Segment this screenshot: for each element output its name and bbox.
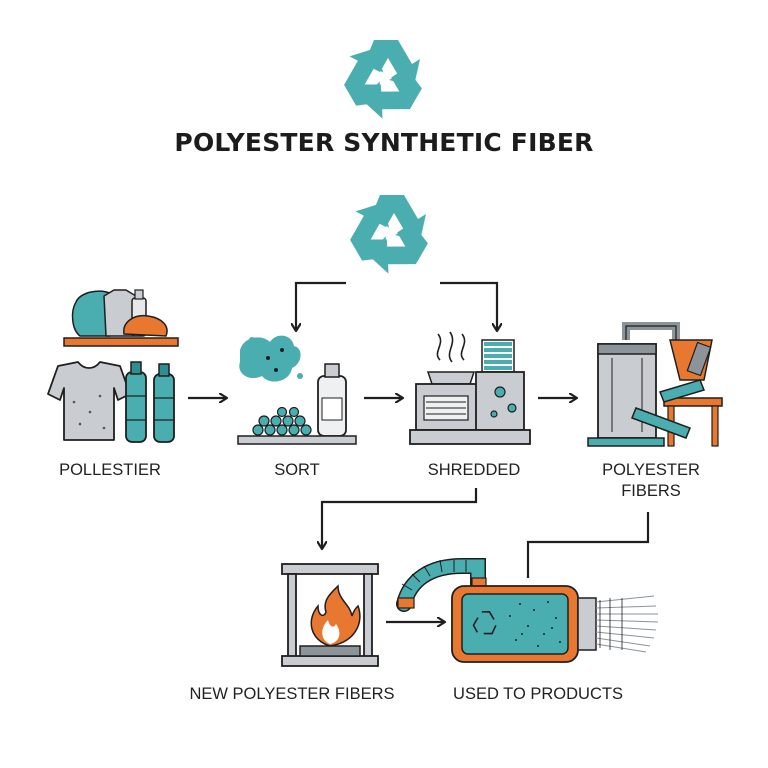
label-polyester-fibers-line1: POLYESTER (602, 461, 700, 479)
label-used-to-products: USED TO PRODUCTS (453, 685, 623, 703)
connector-to-sort (296, 281, 346, 330)
shredder-icon (409, 331, 531, 445)
label-sort: SORT (274, 461, 320, 479)
page-title: POLYESTER SYNTHETIC FIBER (174, 128, 594, 157)
connector-shredded-to-new-fibers (322, 488, 478, 548)
recycle-icon-middle (339, 195, 433, 284)
shirt-icon (47, 361, 131, 441)
extruder-icon (396, 558, 659, 663)
connector-to-shredded (440, 281, 497, 330)
label-polyester-fibers-line2: FIBERS (621, 482, 681, 500)
pollestier-illustration (47, 289, 179, 443)
label-polyester-fibers: POLYESTER FIBERS (576, 460, 726, 502)
recycle-icon-top (333, 40, 427, 129)
label-shredded: SHREDDED (427, 461, 521, 479)
bottle-icon (125, 361, 175, 443)
furnace-icon (281, 563, 379, 667)
label-pollestier: POLLESTIER (59, 461, 161, 479)
fiber-machine-illustration (587, 322, 723, 447)
label-new-polyester-fibers: NEW POLYESTER FIBERS (189, 685, 395, 703)
connector-fibers-to-products (526, 512, 650, 578)
sort-illustration (237, 335, 357, 445)
